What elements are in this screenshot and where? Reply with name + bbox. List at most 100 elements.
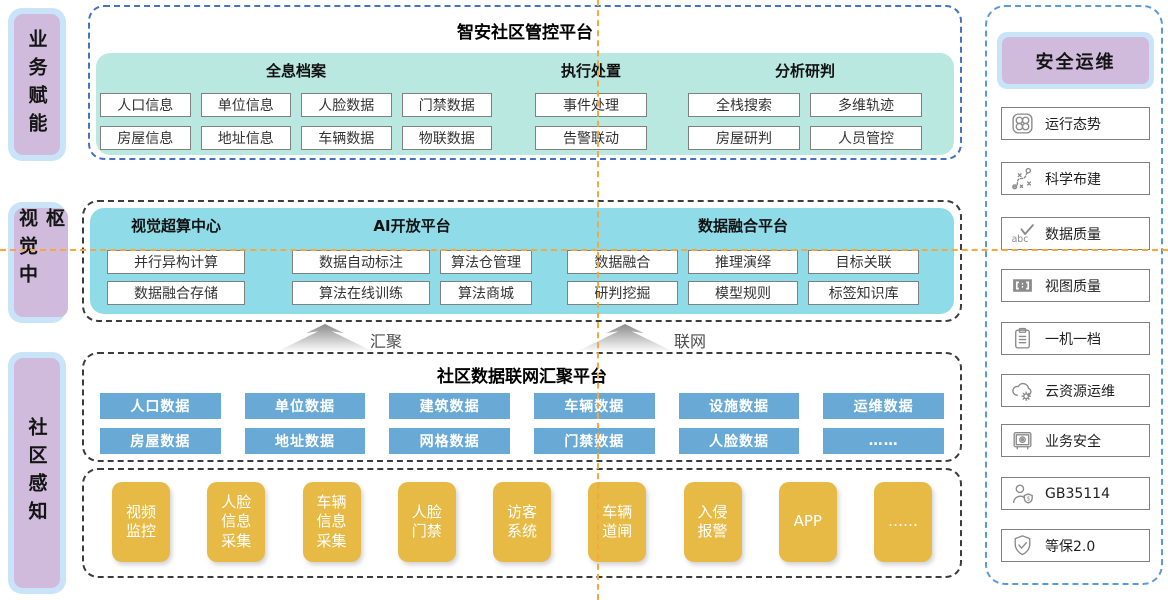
- flow-label-aggregate: 汇聚: [370, 332, 403, 351]
- device-row: 视频 监控 人脸 信息 采集 车辆 信息 采集 人脸 门禁 访客 系统 车辆 道…: [112, 482, 932, 562]
- device-box: ……: [874, 482, 932, 562]
- data-box: 房屋数据: [100, 428, 221, 454]
- row-label-inner: 社区感知: [14, 358, 60, 588]
- ops-item-video-quality: 视图质量: [1001, 269, 1150, 302]
- data-box: 单位数据: [244, 393, 366, 419]
- flow-label-network: 联网: [674, 332, 707, 351]
- diagram-item: 算法仓管理: [440, 250, 532, 274]
- diagram-item: 告警联动: [535, 126, 647, 150]
- diagram-item: 标签知识库: [808, 281, 919, 305]
- group-heading: AI开放平台: [373, 217, 451, 235]
- diagram-item: 车辆数据: [301, 126, 392, 150]
- person-shield-icon: $: [1012, 484, 1033, 504]
- image-icon: [1013, 279, 1032, 292]
- row-label-inner: 业务赋能: [14, 14, 60, 155]
- ops-item-one-device-one-file: 一机一档: [1001, 322, 1150, 355]
- ops-item-label: 一机一档: [1045, 331, 1101, 348]
- data-hub-section: 社区数据联网汇聚平台 人口数据 单位数据 建筑数据 车辆数据 设施数据 运维数据…: [82, 352, 962, 462]
- diagram-item: 人口信息: [100, 93, 191, 117]
- data-box: 门禁数据: [533, 428, 655, 454]
- security-ops-title-box: 安全运维: [997, 32, 1154, 89]
- diagram-item: 算法在线训练: [292, 281, 430, 305]
- group-grid: 事件处理 告警联动: [535, 93, 647, 150]
- group-heading: 分析研判: [774, 62, 835, 80]
- device-box: 车辆 信息 采集: [302, 482, 361, 562]
- data-hub-grid: 人口数据 单位数据 建筑数据 车辆数据 设施数据 运维数据 房屋数据 地址数据 …: [100, 393, 944, 454]
- svg-text:abc: abc: [1012, 234, 1029, 245]
- data-box: 车辆数据: [533, 393, 655, 419]
- diagram-item: 模型规则: [687, 281, 799, 305]
- ops-item-label: GB35114: [1045, 485, 1110, 502]
- row-label-text: 社区感知: [25, 417, 48, 529]
- diagram-item: 研判挖掘: [567, 281, 678, 305]
- diagram-item: 全栈搜索: [688, 93, 800, 117]
- group-grid: 全栈搜索 多维轨迹 房屋研判 人员管控: [688, 93, 922, 150]
- up-arrow-icon: [278, 324, 372, 351]
- management-platform-title: 智安社区管控平台: [457, 23, 593, 43]
- vision-hub-section: 视觉超算中心 并行异构计算 数据融合存储 AI开放平台 数据自动标注 算法仓管理…: [82, 200, 962, 322]
- device-box: 入侵 报警: [683, 482, 742, 562]
- row-label-business-empowerment: 业务赋能: [8, 8, 66, 161]
- device-box: 人脸 门禁: [397, 482, 456, 562]
- group-grid: 人口信息 单位信息 人脸数据 门禁数据 房屋信息 地址信息 车辆数据 物联数据: [100, 93, 492, 150]
- group-grid: 数据自动标注 算法仓管理 算法在线训练 算法商城: [292, 250, 532, 305]
- group-heading: 执行处置: [560, 62, 621, 80]
- ops-item-business-security: 业务安全: [1001, 424, 1150, 457]
- dashboard-icon: [1012, 113, 1033, 134]
- ops-item-label: 云资源运维: [1045, 383, 1115, 400]
- diagram-item: 多维轨迹: [810, 93, 922, 117]
- row-label-text: 业务赋能: [25, 28, 48, 141]
- super-computing-group: 视觉超算中心 并行异构计算 数据融合存储: [107, 214, 245, 305]
- diagram-item: 目标关联: [808, 250, 919, 274]
- analysis-judgment-group: 分析研判 全栈搜索 多维轨迹 房屋研判 人员管控: [688, 59, 922, 150]
- ops-item-scientific-deployment: 科学布建: [1001, 162, 1150, 195]
- ops-item-label: 数据质量: [1045, 226, 1101, 243]
- ops-item-running-status: 运行态势: [1001, 107, 1150, 140]
- diagram-item: 事件处理: [535, 93, 647, 117]
- ops-item-classified-protection: 等保2.0: [1001, 529, 1150, 562]
- diagram-item: 房屋信息: [100, 126, 191, 150]
- security-ops-section: 安全运维 运行态势 科学布建 abc: [985, 5, 1163, 585]
- row-label-text: 视觉中枢: [16, 208, 65, 292]
- safe-icon: [1013, 432, 1032, 450]
- data-hub-title: 社区数据联网汇聚平台: [437, 367, 607, 387]
- clipboard-icon: [1015, 327, 1030, 349]
- execution-disposal-group: 执行处置 事件处理 告警联动: [535, 59, 647, 150]
- data-box: 地址数据: [244, 428, 366, 454]
- security-ops-title: 安全运维: [1002, 37, 1149, 84]
- diagram-item: 人脸数据: [301, 93, 392, 117]
- data-box: ……: [823, 428, 944, 454]
- ops-item-label: 等保2.0: [1045, 538, 1096, 555]
- diagram-item: 并行异构计算: [107, 250, 245, 274]
- row-label-vision-hub: 视觉中枢: [8, 202, 68, 323]
- route-icon: [1012, 167, 1032, 190]
- data-box: 人脸数据: [678, 428, 800, 454]
- up-arrow-icon: [578, 324, 672, 351]
- device-box: 人脸 信息 采集: [207, 482, 266, 562]
- data-box: 人口数据: [100, 393, 221, 419]
- group-grid: 数据融合 推理演绎 目标关联 研判挖掘 模型规则 标签知识库: [567, 250, 919, 305]
- diagram-item: 数据自动标注: [292, 250, 430, 274]
- diagram-item: 物联数据: [401, 126, 492, 150]
- device-box: 车辆 道闸: [588, 482, 647, 562]
- diagram-item: 房屋研判: [688, 126, 800, 150]
- group-heading: 视觉超算中心: [130, 217, 221, 235]
- group-grid: 并行异构计算 数据融合存储: [107, 250, 245, 305]
- row-label-inner: 视觉中枢: [14, 208, 68, 317]
- diagram-item: 数据融合存储: [107, 281, 245, 305]
- row-label-community-sensing: 社区感知: [8, 352, 66, 594]
- management-platform-panel: 全息档案 人口信息 单位信息 人脸数据 门禁数据 房屋信息 地址信息 车辆数据 …: [96, 53, 954, 155]
- ops-item-label: 业务安全: [1045, 433, 1101, 450]
- ops-item-data-quality: abc 数据质量: [1001, 217, 1150, 250]
- data-fusion-platform-group: 数据融合平台 数据融合 推理演绎 目标关联 研判挖掘 模型规则 标签知识库: [567, 214, 919, 305]
- diagram-item: 门禁数据: [401, 93, 492, 117]
- device-box: 访客 系统: [493, 482, 551, 562]
- shield-check-icon: [1014, 535, 1031, 556]
- ops-item-label: 运行态势: [1045, 116, 1101, 133]
- diagram-item: 人员管控: [810, 126, 922, 150]
- data-box: 建筑数据: [389, 393, 510, 419]
- management-platform-section: 智安社区管控平台 全息档案 人口信息 单位信息 人脸数据 门禁数据 房屋信息 地…: [88, 5, 962, 160]
- diagram-item: 地址信息: [200, 126, 291, 150]
- group-heading: 数据融合平台: [697, 217, 788, 235]
